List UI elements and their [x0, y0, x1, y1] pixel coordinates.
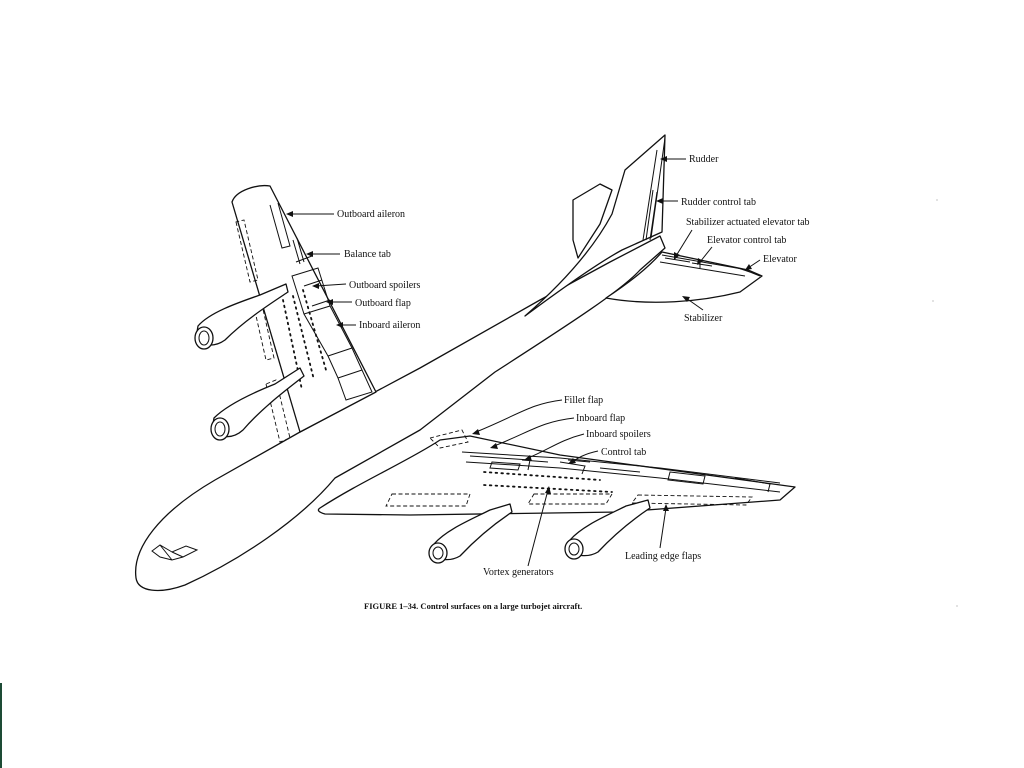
vertical-fin	[524, 134, 666, 317]
elevator-tabs	[664, 257, 751, 273]
label-inboard-flap: Inboard flap	[576, 413, 625, 424]
label-inboard-spoilers: Inboard spoilers	[586, 429, 651, 440]
label-stabilizer-actuated-elevator-tab: Stabilizer actuated elevator tab	[686, 217, 810, 228]
label-leading-edge-flaps: Leading edge flaps	[625, 551, 701, 562]
label-inboard-aileron: Inboard aileron	[359, 320, 420, 331]
fuselage	[135, 235, 666, 592]
right-wing-trailing-edge	[461, 451, 781, 493]
balance-tab-surface	[292, 237, 305, 265]
right-wing	[317, 435, 796, 516]
label-rudder-control-tab: Rudder control tab	[681, 197, 756, 208]
right-outboard-engine-intake-inner	[568, 542, 580, 556]
left-wing-flap-panels	[291, 267, 373, 401]
horizontal-stabilizer	[605, 251, 763, 303]
scan-speck	[936, 199, 938, 201]
left-outboard-engine-intake	[194, 326, 214, 350]
label-balance-tab: Balance tab	[344, 249, 391, 260]
left-wing	[231, 184, 377, 433]
label-vortex-generators: Vortex generators	[483, 567, 554, 578]
label-elevator: Elevator	[763, 254, 798, 265]
left-inboard-engine-intake-inner	[214, 421, 226, 437]
right-outboard-engine-intake	[564, 538, 584, 560]
label-elevator-control-tab: Elevator control tab	[707, 235, 786, 246]
left-inboard-engine-intake	[210, 417, 230, 441]
outboard-aileron-surface	[269, 202, 291, 249]
left-wing-spoilers	[295, 255, 331, 307]
label-outboard-spoilers: Outboard spoilers	[349, 280, 420, 291]
leader-lines	[286, 156, 761, 567]
scan-speck	[932, 300, 934, 302]
scan-speck	[956, 605, 958, 607]
right-inboard-engine-intake-inner	[432, 546, 444, 560]
label-stabilizer: Stabilizer	[684, 313, 723, 324]
left-outboard-engine-intake-inner	[198, 330, 210, 346]
label-rudder: Rudder	[689, 154, 719, 165]
fillet-flap-surface	[429, 429, 469, 449]
right-inboard-engine-intake	[428, 542, 448, 564]
fin-back-section	[572, 183, 613, 259]
figure-caption: FIGURE 1–34. Control surfaces on a large…	[364, 601, 582, 611]
scan-edge-mark	[0, 683, 2, 768]
rudder-surface	[642, 137, 666, 241]
label-control-tab: Control tab	[601, 447, 646, 458]
aircraft-drawing	[135, 134, 796, 592]
elevator-surface	[659, 254, 761, 277]
label-fillet-flap: Fillet flap	[564, 395, 603, 406]
cockpit-windows	[151, 544, 199, 561]
right-wing-flap-panels	[469, 455, 771, 493]
rudder-control-tab-surface	[645, 189, 658, 241]
right-wing-leading-edge-flaps	[385, 493, 753, 507]
labels: Outboard aileron Balance tab Outboard sp…	[337, 154, 810, 611]
label-outboard-flap: Outboard flap	[355, 298, 411, 309]
label-outboard-aileron: Outboard aileron	[337, 209, 405, 220]
